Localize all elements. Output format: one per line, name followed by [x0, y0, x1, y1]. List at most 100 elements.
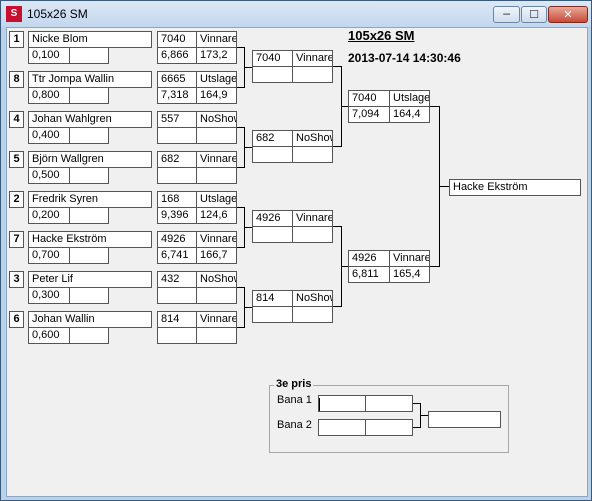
third-place-winner-field[interactable] — [428, 411, 501, 428]
semi-num-field[interactable]: 7040 — [348, 90, 390, 107]
player-name-field[interactable]: Ttr Jompa Wallin — [28, 71, 152, 88]
round2-num-field[interactable]: 682 — [252, 130, 293, 147]
round1-num-field[interactable]: 814 — [157, 311, 197, 328]
round1-time-field[interactable] — [157, 327, 197, 344]
round1-result-field[interactable]: Utslagen — [196, 191, 237, 208]
third-place-group — [269, 385, 509, 453]
round2-speed-field[interactable] — [292, 226, 333, 243]
round1-result-field[interactable]: Vinnare — [196, 31, 237, 48]
round2-speed-field[interactable] — [292, 306, 333, 323]
round1-result-field[interactable]: Vinnare — [196, 311, 237, 328]
round1-time-field[interactable]: 6,866 — [157, 47, 197, 64]
player-extra-field[interactable] — [69, 287, 109, 304]
round1-speed-field[interactable]: 124,6 — [196, 207, 237, 224]
round1-speed-field[interactable] — [196, 327, 237, 344]
round1-time-field[interactable]: 6,741 — [157, 247, 197, 264]
player-name-field[interactable]: Nicke Blom — [28, 31, 152, 48]
player-name-field[interactable]: Johan Wahlgren — [28, 111, 152, 128]
bracket-connector-line — [244, 147, 253, 148]
semi-num-field[interactable]: 4926 — [348, 250, 390, 267]
semi-time-field[interactable]: 6,811 — [348, 266, 390, 283]
player-score-field[interactable]: 0,300 — [28, 287, 70, 304]
round1-result-field[interactable]: Vinnare — [196, 231, 237, 248]
round1-num-field[interactable]: 7040 — [157, 31, 197, 48]
page-title: 105x26 SM — [348, 28, 415, 43]
player-name-field[interactable]: Fredrik Syren — [28, 191, 152, 208]
datetime-label: 2013-07-14 14:30:46 — [348, 51, 461, 65]
title-bar[interactable]: S 105x26 SM ─ ☐ ✕ — [1, 1, 591, 27]
lane1-label: Bana 1 — [277, 394, 312, 406]
round2-result-field[interactable]: Vinnare — [292, 50, 333, 67]
round1-speed-field[interactable] — [196, 127, 237, 144]
round2-speed-field[interactable] — [292, 66, 333, 83]
player-extra-field[interactable] — [69, 327, 109, 344]
round2-result-field[interactable]: Vinnare — [292, 210, 333, 227]
player-score-field[interactable]: 0,700 — [28, 247, 70, 264]
semi-result-field[interactable]: Utslagen — [389, 90, 430, 107]
round2-result-field[interactable]: NoShow — [292, 130, 333, 147]
semi-time-field[interactable]: 7,094 — [348, 106, 390, 123]
round2-speed-field[interactable] — [292, 146, 333, 163]
player-extra-field[interactable] — [69, 47, 109, 64]
round2-num-field[interactable]: 7040 — [252, 50, 293, 67]
player-extra-field[interactable] — [69, 167, 109, 184]
maximize-button[interactable]: ☐ — [521, 6, 547, 23]
round1-result-field[interactable]: NoShow — [196, 271, 237, 288]
lane2-num-field[interactable] — [318, 419, 366, 436]
player-extra-field[interactable] — [69, 207, 109, 224]
app-icon[interactable]: S — [6, 6, 22, 22]
round1-time-field[interactable] — [157, 127, 197, 144]
minimize-button[interactable]: ─ — [493, 6, 520, 23]
round1-speed-field[interactable]: 173,2 — [196, 47, 237, 64]
player-name-field[interactable]: Peter Lif — [28, 271, 152, 288]
player-extra-field[interactable] — [69, 247, 109, 264]
round2-time-field[interactable] — [252, 146, 293, 163]
player-name-field[interactable]: Björn Wallgren — [28, 151, 152, 168]
round2-time-field[interactable] — [252, 226, 293, 243]
player-score-field[interactable]: 0,800 — [28, 87, 70, 104]
round1-num-field[interactable]: 4926 — [157, 231, 197, 248]
player-extra-field[interactable] — [69, 87, 109, 104]
player-extra-field[interactable] — [69, 127, 109, 144]
round1-num-field[interactable]: 682 — [157, 151, 197, 168]
round2-result-field[interactable]: NoShow — [292, 290, 333, 307]
round1-num-field[interactable]: 432 — [157, 271, 197, 288]
round2-time-field[interactable] — [252, 306, 293, 323]
player-score-field[interactable]: 0,200 — [28, 207, 70, 224]
final-winner-field[interactable]: Hacke Ekström — [449, 179, 581, 196]
lane2-result-field[interactable] — [365, 419, 413, 436]
round1-num-field[interactable]: 557 — [157, 111, 197, 128]
player-score-field[interactable]: 0,500 — [28, 167, 70, 184]
round1-speed-field[interactable]: 164,9 — [196, 87, 237, 104]
round1-time-field[interactable]: 7,318 — [157, 87, 197, 104]
player-score-field[interactable]: 0,100 — [28, 47, 70, 64]
lane1-result-field[interactable] — [365, 395, 413, 412]
player-name-field[interactable]: Hacke Ekström — [28, 231, 152, 248]
round2-time-field[interactable] — [252, 66, 293, 83]
round2-num-field[interactable]: 814 — [252, 290, 293, 307]
round1-result-field[interactable]: Vinnare — [196, 151, 237, 168]
round1-num-field[interactable]: 168 — [157, 191, 197, 208]
semi-speed-field[interactable]: 164,4 — [389, 106, 430, 123]
round1-speed-field[interactable] — [196, 167, 237, 184]
player-score-field[interactable]: 0,400 — [28, 127, 70, 144]
round1-speed-field[interactable] — [196, 287, 237, 304]
seed-number: 2 — [9, 191, 24, 208]
player-name-field[interactable]: Johan Wallin — [28, 311, 152, 328]
lane1-num-field[interactable] — [318, 395, 366, 412]
semi-speed-field[interactable]: 165,4 — [389, 266, 430, 283]
player-score-field[interactable]: 0,600 — [28, 327, 70, 344]
round2-num-field[interactable]: 4926 — [252, 210, 293, 227]
close-button[interactable]: ✕ — [548, 6, 588, 23]
seed-number: 7 — [9, 231, 24, 248]
round1-num-field[interactable]: 6665 — [157, 71, 197, 88]
round1-result-field[interactable]: NoShow — [196, 111, 237, 128]
round1-time-field[interactable] — [157, 287, 197, 304]
round1-time-field[interactable] — [157, 167, 197, 184]
round1-result-field[interactable]: Utslagen — [196, 71, 237, 88]
round1-time-field[interactable]: 9,396 — [157, 207, 197, 224]
bracket-connector-line — [244, 67, 253, 68]
round1-speed-field[interactable]: 166,7 — [196, 247, 237, 264]
semi-result-field[interactable]: Vinnare — [389, 250, 430, 267]
seed-number: 4 — [9, 111, 24, 128]
